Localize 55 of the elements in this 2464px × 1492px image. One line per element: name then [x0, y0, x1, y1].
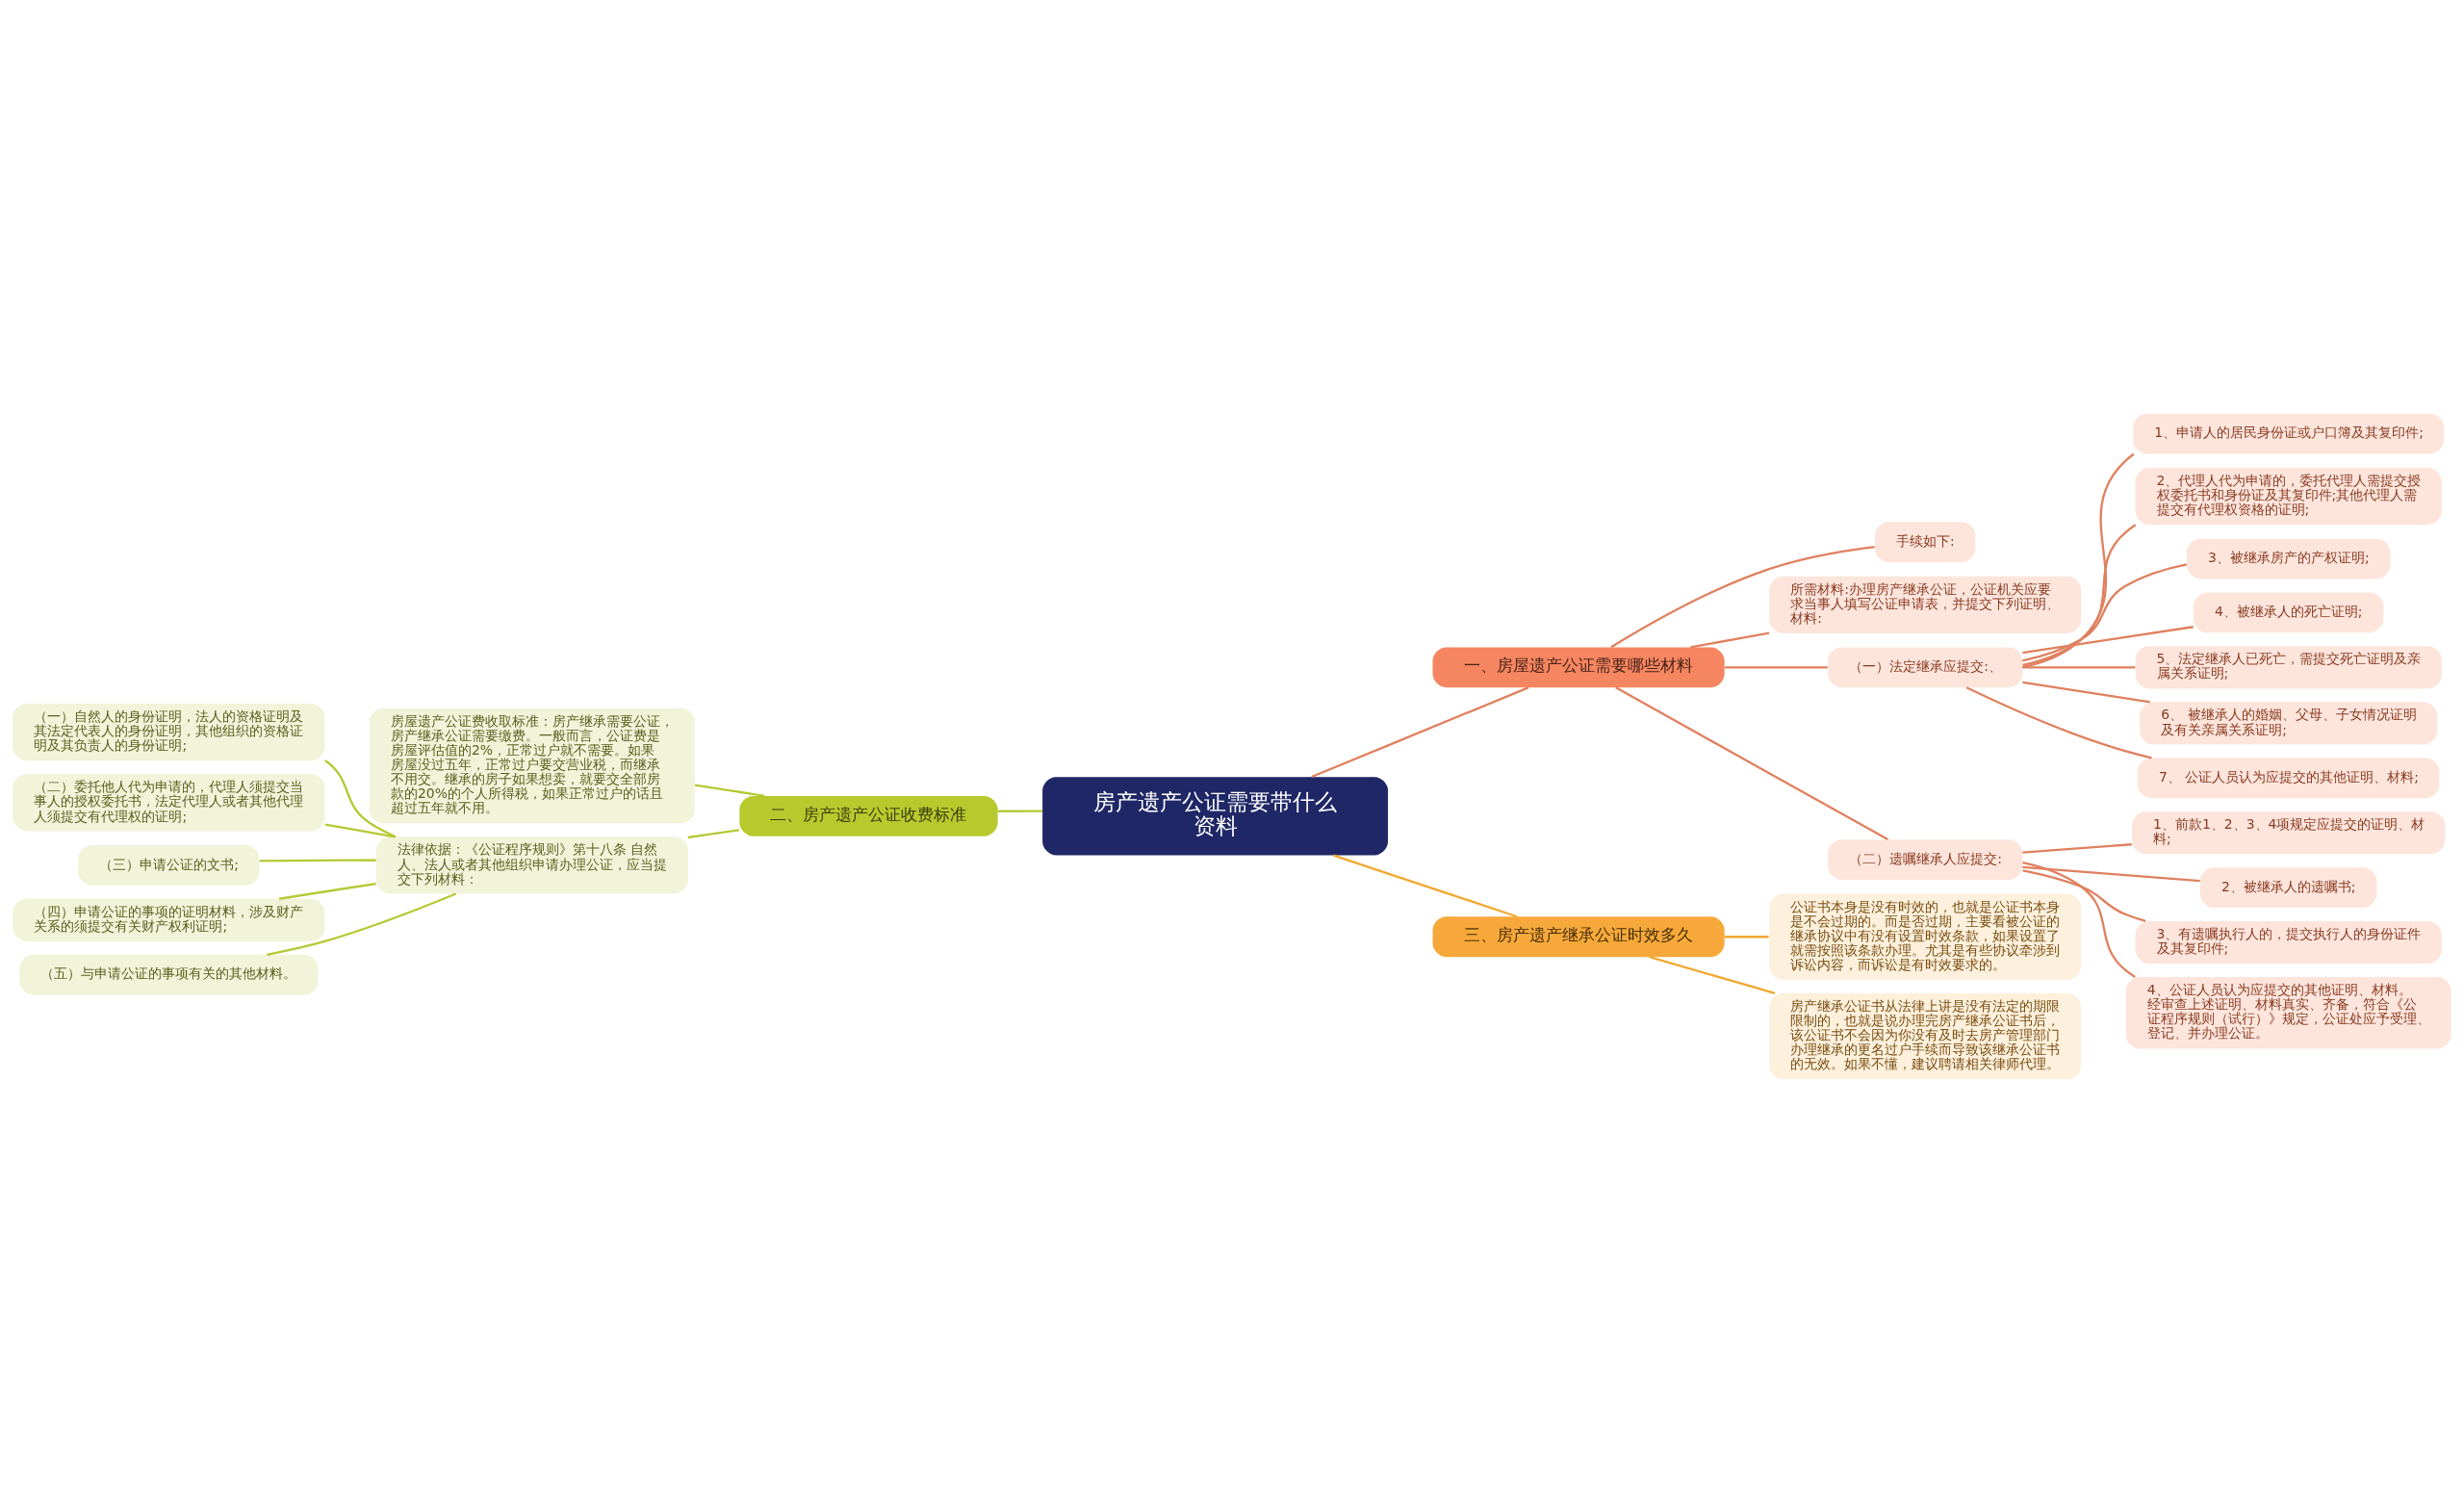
node-box: （二）委托他人代为申请的，代理人须提交当事人的授权委托书，法定代理人或者其他代理人须提交有代理权的证明;: [13, 773, 325, 831]
connector: [687, 828, 740, 838]
connector: [1649, 955, 1776, 994]
connector: [2022, 842, 2132, 854]
node-box: 6、 被继承人的婚姻、父母、子女情况证明及有关亲属关系证明;: [2140, 701, 2438, 744]
node-box: 4、被继承人的死亡证明;: [2193, 592, 2384, 632]
node-box: 房产遗产公证需要带什么资料: [1042, 776, 1389, 855]
node-box: 7、 公证人员认为应提交的其他证明、材料;: [2137, 757, 2440, 798]
connector: [1965, 685, 2152, 759]
node-box: 4、公证人员认为应提交的其他证明、材料。经审查上述证明、材料真实、齐备，符合《公证程序规则（试行）》规定，公证处应予受理、登记、并办理公证。: [2125, 976, 2451, 1048]
connector: [2022, 681, 2150, 703]
node-box: 2、代理人代为申请的，委托代理人需提交授权委托书和身份证及其复印件;其他代理人需提交有代理权资格的证明;: [2135, 467, 2442, 525]
node-box: 3、有遗嘱执行人的，提交执行人的身份证件及其复印件;: [2135, 920, 2442, 964]
connector: [2022, 861, 2136, 978]
node-box: 房产继承公证书从法律上讲是没有法定的期限限制的，也就是说办理完房产继承公证书后，该公证书不会因为你没有及时去房产管理部门办理继承的更名过户手续而导致该继承公证书的无效。如果不懂，建议聘请相关律师代理。: [1769, 992, 2082, 1079]
node-box: 三、房产遗产继承公证时效多久: [1432, 915, 1725, 957]
connector: [259, 859, 376, 862]
connector: [2022, 562, 2188, 661]
connector: [267, 891, 457, 956]
connector: [2022, 665, 2136, 668]
connector: [2022, 452, 2135, 668]
connector: [1615, 685, 1888, 840]
node-box: 房屋遗产公证费收取标准：房产继承需要公证，房产继承公证需要缴费。一般而言，公证费是房屋评估值的2%，正常过户就不需要。如果房屋没过五年，正常过户要交营业税，而继承不用交。继承的房子如果想卖，就要交全部房款的20%的个人所得税，如果正常过户的话且超过五年就不用。: [369, 707, 695, 823]
connector: [324, 759, 397, 837]
connector: [324, 823, 396, 837]
node-box: 手续如下:: [1874, 521, 1976, 562]
node-box: 二、房产遗产公证收费标准: [739, 795, 998, 836]
connector: [1610, 545, 1875, 648]
node-box: 所需材料:办理房产继承公证，公证机关应要求当事人填写公证申请表，并提交下列证明、材料:: [1769, 576, 2082, 633]
node-box: 2、被继承人的遗嘱书;: [2199, 866, 2377, 908]
connector: [2022, 865, 2200, 882]
node-box: 3、被继承房产的产权证明;: [2186, 538, 2391, 579]
node-box: （五）与申请公证的事项有关的其他材料。: [19, 954, 319, 995]
connector: [694, 783, 765, 797]
connector: [2022, 523, 2137, 666]
node-box: 1、前款1、2、3、4项规定应提交的证明、材料;: [2132, 810, 2446, 854]
node-box: （一）自然人的身份证明，法人的资格证明及其法定代表人的身份证明，其他组织的资格证明及其负责人的身份证明;: [13, 703, 325, 760]
connector: [1311, 685, 1529, 778]
node-box: （二）遗嘱继承人应提交:: [1828, 838, 2023, 880]
connector: [1333, 853, 1518, 917]
node-box: 法律依据：《公证程序规则》第十八条 自然人、法人或者其他组织申请办理公证，应当提交下列材料：: [375, 836, 688, 894]
connector: [2022, 868, 2146, 922]
connector: [1724, 665, 1828, 668]
node-box: 一、房屋遗产公证需要哪些材料: [1432, 646, 1725, 687]
node-box: 公证书本身是没有时效的，也就是公证书本身是不会过期的。而是否过期，主要看被公证的继承协议中有没有设置时效条款，如果设置了就需按照该条款办理。尤其是有些协议牵涉到诉讼内容，而诉讼是有时效要求的。: [1769, 893, 2082, 980]
connector: [997, 809, 1043, 812]
connector: [1690, 630, 1770, 649]
node-box: （四）申请公证的事项的证明材料，涉及财产关系的须提交有关财产权利证明;: [13, 898, 325, 941]
node-box: （三）申请公证的文书;: [78, 844, 260, 886]
node-box: 5、法定继承人已死亡，需提交死亡证明及亲属关系证明;: [2135, 645, 2442, 688]
node-box: （一）法定继承应提交:、: [1828, 646, 2023, 687]
node-box: 1、申请人的居民身份证或户口簿及其复印件;: [2133, 413, 2445, 453]
connector: [2022, 625, 2194, 654]
connector: [278, 882, 376, 900]
connector: [1724, 935, 1769, 938]
